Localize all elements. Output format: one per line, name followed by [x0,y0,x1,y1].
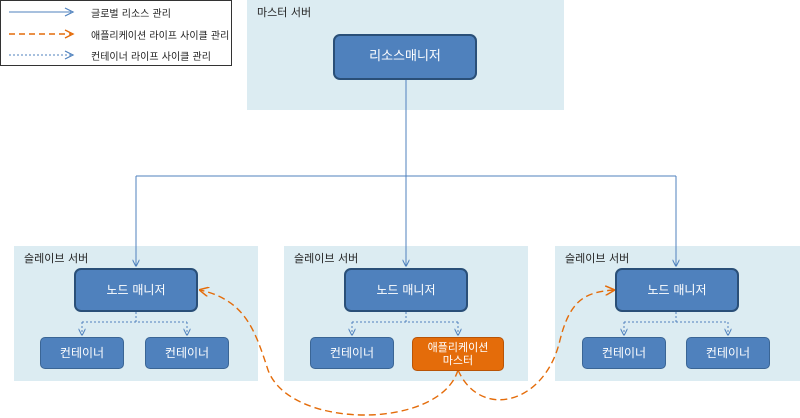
legend-label-app-lifecycle: 애플리케이션 라이프 사이클 관리 [91,31,230,42]
legend-lines [9,7,75,60]
container-box: 컨테이너 [145,337,229,369]
master-server-label: 마스터 서버 [257,6,312,19]
node-manager-box-2: 노드 매니저 [344,268,468,312]
container-box: 컨테이너 [582,337,666,369]
resource-manager-box: 리소스매니저 [333,34,477,80]
container-box: 컨테이너 [40,337,124,369]
slave-server-label-1: 슬레이브 서버 [24,252,89,265]
legend-label-global: 글로벌 리소스 관리 [91,9,171,20]
legend: 글로벌 리소스 관리 애플리케이션 라이프 사이클 관리 컨테이너 라이프 사이… [0,0,232,66]
container-box: 컨테이너 [686,337,770,369]
node-manager-box-3: 노드 매니저 [615,268,739,312]
container-box: 컨테이너 [310,337,394,369]
legend-label-container-lifecycle: 컨테이너 라이프 사이클 관리 [91,52,211,63]
node-manager-box-1: 노드 매니저 [74,268,198,312]
slave-server-label-2: 슬레이브 서버 [294,252,359,265]
application-master-box: 애플리케이션 마스터 [412,337,504,371]
slave-server-label-3: 슬레이브 서버 [565,252,630,265]
